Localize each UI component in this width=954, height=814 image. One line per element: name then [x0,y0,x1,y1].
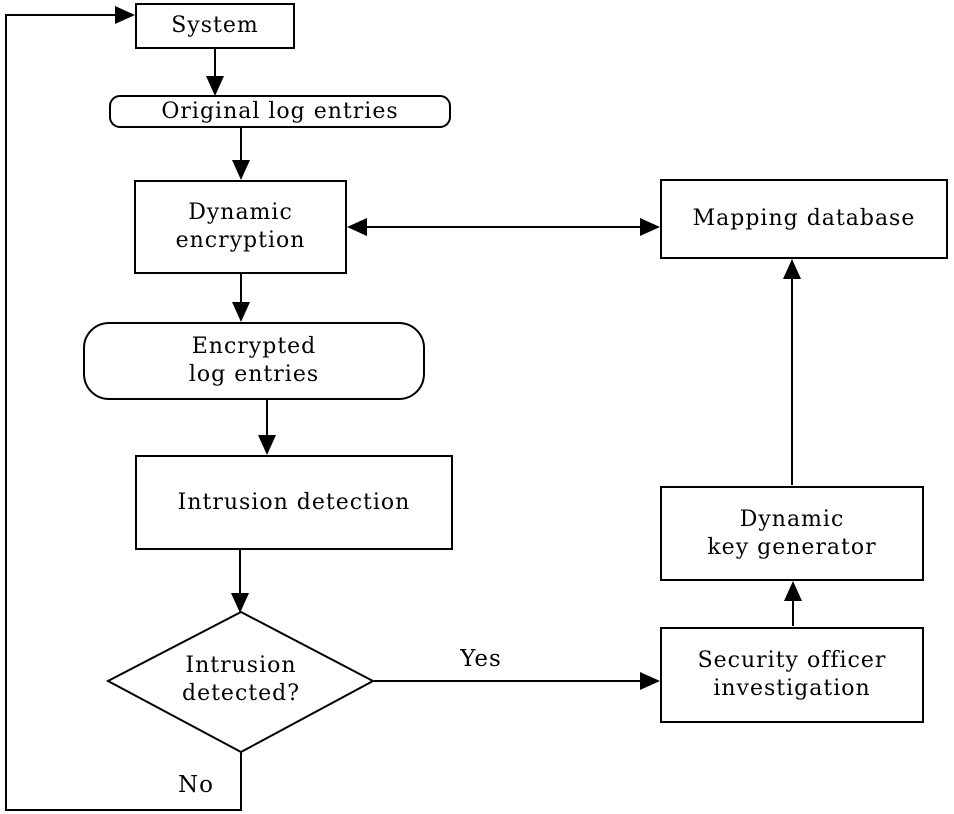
node-dynamic-key-generator: Dynamic key generator [660,486,924,581]
edge-label-no: No [178,772,214,798]
decision-diamond-shape [105,610,376,754]
edge-label-yes: Yes [460,646,502,672]
edge-security-officer-to-key-generator [784,581,802,626]
edge-original-to-dynamic-encryption [232,128,250,180]
node-system: System [135,3,295,49]
edge-yes [374,672,660,690]
edge-encrypted-to-intrusion-detection [258,400,276,455]
edge-key-generator-to-mapping-database [783,259,801,485]
edge-intrusion-detection-to-decision [231,550,249,613]
edge-dynamic-encryption-mapping-database [347,218,660,236]
node-intrusion-detected-label: Intrusion detected? [181,653,301,706]
node-security-officer-investigation: Security officer investigation [660,627,924,723]
edge-no-loop [5,6,242,811]
node-encrypted-log-entries: Encrypted log entries [83,322,425,400]
node-original-log-entries: Original log entries [109,95,451,128]
node-mapping-database: Mapping database [660,179,948,259]
node-dynamic-encryption: Dynamic encryption [134,180,347,274]
node-intrusion-detection: Intrusion detection [135,455,453,550]
edge-system-to-original [206,49,224,96]
edge-dynamic-encryption-to-encrypted [232,274,250,322]
